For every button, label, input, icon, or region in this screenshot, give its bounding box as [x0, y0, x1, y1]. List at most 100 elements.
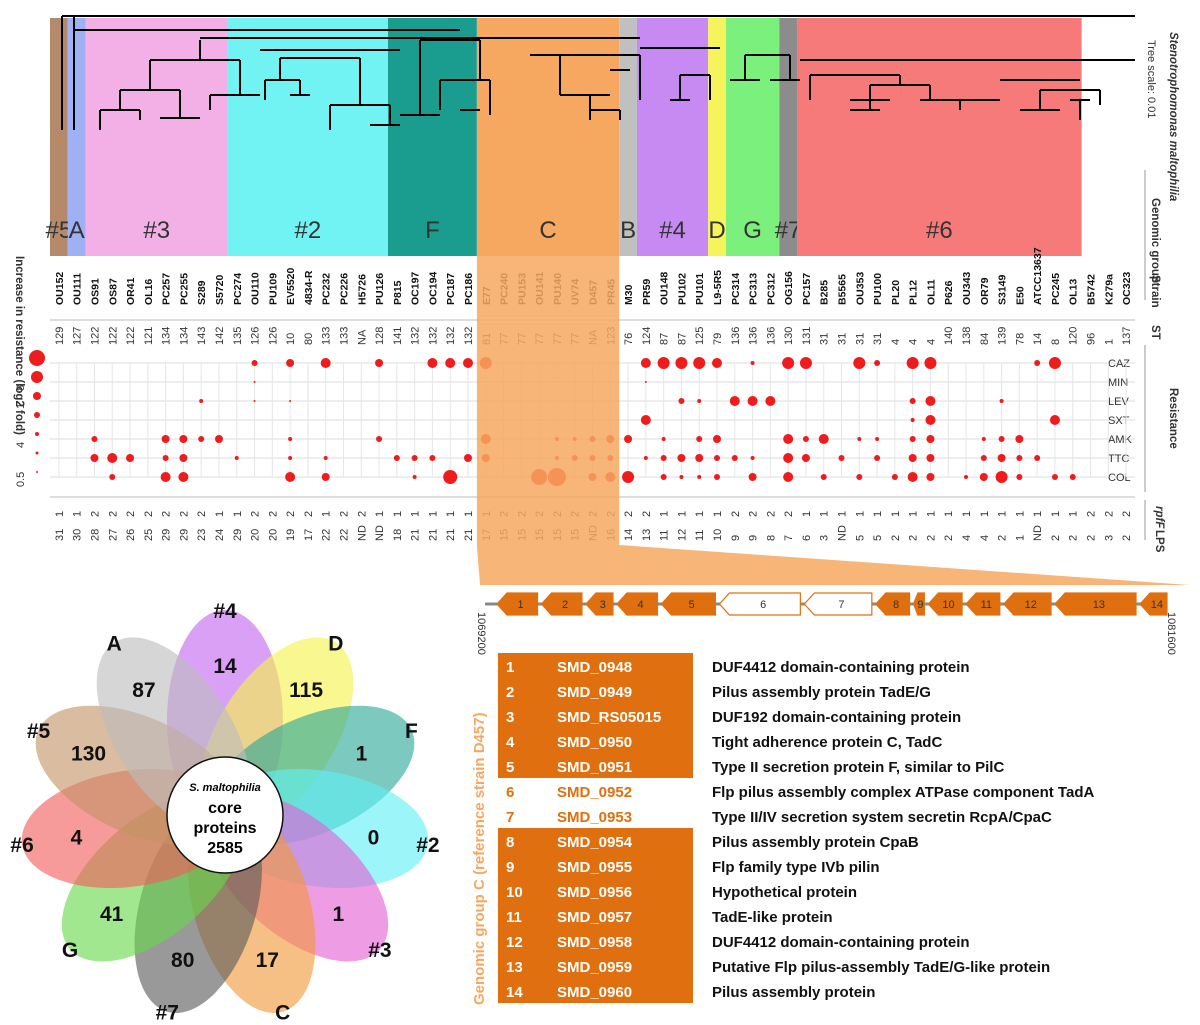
strain-label: OU148 [659, 272, 671, 305]
st-label: 130 [783, 327, 795, 345]
st-label: 124 [641, 327, 653, 345]
gene-arrow [927, 592, 963, 616]
resistance-bubble [253, 400, 256, 402]
venn-count: 87 [132, 679, 155, 702]
st-label: 143 [196, 327, 208, 345]
gene-num: 7 [506, 809, 514, 826]
group-band-10 [779, 18, 798, 256]
group-band-2 [85, 18, 228, 256]
st-label: 122 [125, 327, 137, 345]
rpf-label: 2 [250, 511, 262, 517]
gene-arrow [912, 592, 925, 616]
resistance-bubble [925, 396, 936, 406]
rpf-label: 1 [1014, 511, 1026, 517]
strain-label: EV5520 [285, 267, 297, 305]
st-label: 79 [712, 333, 724, 345]
lps-label: 26 [125, 529, 137, 541]
gene-arrow [718, 592, 801, 616]
group-label-2: #3 [143, 217, 170, 244]
resistance-bubble [697, 475, 702, 479]
rpf-label: 2 [641, 511, 653, 517]
group-band-7 [636, 18, 709, 256]
gene-row-fill [498, 878, 693, 903]
gene-locus: SMD_0948 [557, 659, 632, 676]
gene-arrow-label: 14 [1151, 599, 1163, 611]
rpf-label: 1 [943, 511, 955, 517]
gene-row-fill [498, 653, 693, 678]
resistance-bubble [161, 435, 170, 443]
lps-label: 2 [890, 535, 902, 541]
resistance-bubble [321, 473, 330, 481]
gene-desc: Flp family type IVb pilin [712, 859, 880, 876]
resistance-bubble [289, 400, 292, 402]
resistance-bubble [624, 435, 633, 443]
gene-arrow-label: 6 [760, 599, 766, 611]
st-label: NA [356, 329, 368, 345]
operon-zoom-wedge [476, 256, 1190, 585]
st-label: 129 [54, 327, 66, 345]
st-label: 87 [676, 333, 688, 345]
resistance-bubble [1015, 435, 1024, 443]
rpf-label: 1 [463, 511, 475, 517]
resistance-bubble [679, 475, 684, 479]
strain-label: OU343 [961, 272, 973, 305]
lps-label: 21 [410, 529, 422, 541]
gene-arrow [660, 592, 717, 616]
st-label: 125 [694, 327, 706, 345]
lps-label: ND [356, 525, 368, 541]
rpf-label: 1 [908, 511, 920, 517]
rpf-label: 2 [356, 511, 368, 517]
resistance-bubble [657, 357, 670, 369]
gene-locus: SMD_0960 [557, 984, 632, 1001]
lps-label: 29 [178, 529, 190, 541]
group-label-11: #6 [926, 217, 953, 244]
strain-label: OU111 [72, 273, 84, 305]
st-label: 137 [1121, 327, 1133, 345]
st-label: 134 [178, 327, 190, 345]
rpf-label: 2 [1103, 511, 1115, 517]
lps-label: 21 [445, 529, 457, 541]
venn-petal-label: #4 [213, 600, 237, 623]
gene-desc: Type II secretion protein F, similar to … [712, 759, 1004, 776]
rpf-label: 1 [72, 511, 84, 517]
lps-label: 13 [641, 529, 653, 541]
resistance-bubble [799, 357, 812, 369]
strain-label: OC197 [410, 272, 422, 305]
resistance-bubble [820, 474, 827, 480]
lps-label: 2 [943, 535, 955, 541]
rpf-label: 1 [321, 511, 333, 517]
gene-num: 10 [506, 884, 523, 901]
resistance-bubble [643, 456, 648, 460]
side-label-group: Genomic group [1149, 198, 1161, 283]
strain-label: B5565 [837, 274, 849, 305]
st-label: 131 [801, 327, 813, 345]
strain-label: PU126 [374, 273, 386, 305]
st-label: 8 [1050, 339, 1062, 345]
group-label-4: F [425, 217, 440, 244]
st-label: 140 [943, 327, 955, 345]
st-label: 31 [819, 333, 831, 345]
lps-label: 10 [712, 529, 724, 541]
resistance-bubble [288, 456, 293, 460]
lps-label: 21 [427, 529, 439, 541]
gene-arrow [1003, 592, 1052, 616]
rpf-label: 1 [232, 511, 244, 517]
st-label: 132 [427, 327, 439, 345]
strain-label: PC314 [730, 273, 742, 305]
gene-desc: DUF4412 domain-containing protein [712, 659, 970, 676]
venn-petal-label: D [328, 633, 343, 656]
resistance-bubble [443, 470, 458, 484]
tree-scale-label: Tree scale: 0.01 [1145, 40, 1157, 118]
drug-label: MIN [1108, 377, 1128, 389]
st-label: 134 [161, 327, 173, 345]
gene-arrow-label: 8 [893, 599, 899, 611]
resistance-bubble [253, 381, 256, 383]
st-label: 132 [410, 327, 422, 345]
group-band-11 [797, 18, 1082, 256]
gene-desc: Pilus assembly protein [712, 984, 875, 1001]
strain-label: P626 [943, 280, 955, 305]
resistance-bubble [640, 358, 651, 368]
st-label: 31 [854, 333, 866, 345]
